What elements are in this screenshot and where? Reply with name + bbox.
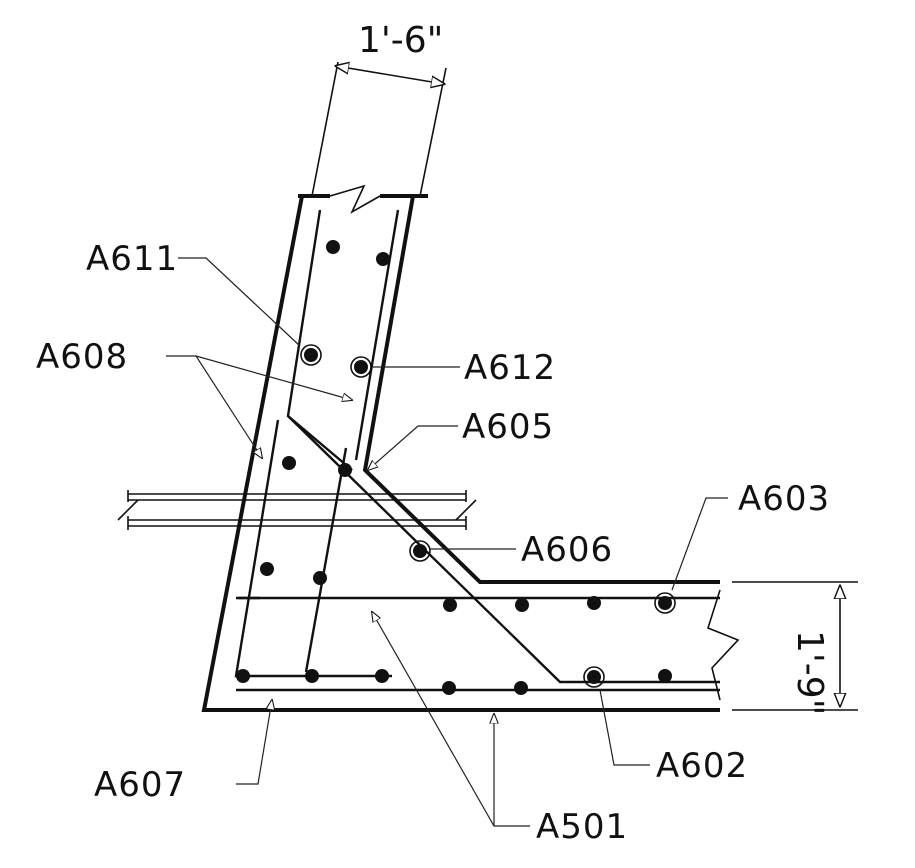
label-a606: A606 — [521, 530, 613, 570]
slab-thickness-label: 1'-9" — [789, 630, 830, 715]
label-a608: A608 — [36, 337, 128, 377]
slab-break-lines — [117, 490, 477, 530]
label-a603: A603 — [738, 479, 830, 519]
concrete-outline — [201, 184, 740, 712]
slab-thickness-dimension: 1'-9" — [732, 581, 858, 715]
label-a605: A605 — [462, 407, 554, 447]
wall-thickness-label: 1'-6" — [358, 20, 443, 61]
label-a607: A607 — [94, 765, 186, 805]
label-a602: A602 — [656, 746, 748, 786]
label-a501: A501 — [536, 807, 628, 847]
wall-thickness-dimension: 1'-6" — [311, 20, 447, 197]
reinforcing-bars — [234, 209, 720, 692]
leader-lines — [166, 257, 728, 827]
label-a611: A611 — [86, 239, 178, 279]
label-a612: A612 — [464, 348, 556, 388]
bar-dots — [236, 240, 676, 695]
